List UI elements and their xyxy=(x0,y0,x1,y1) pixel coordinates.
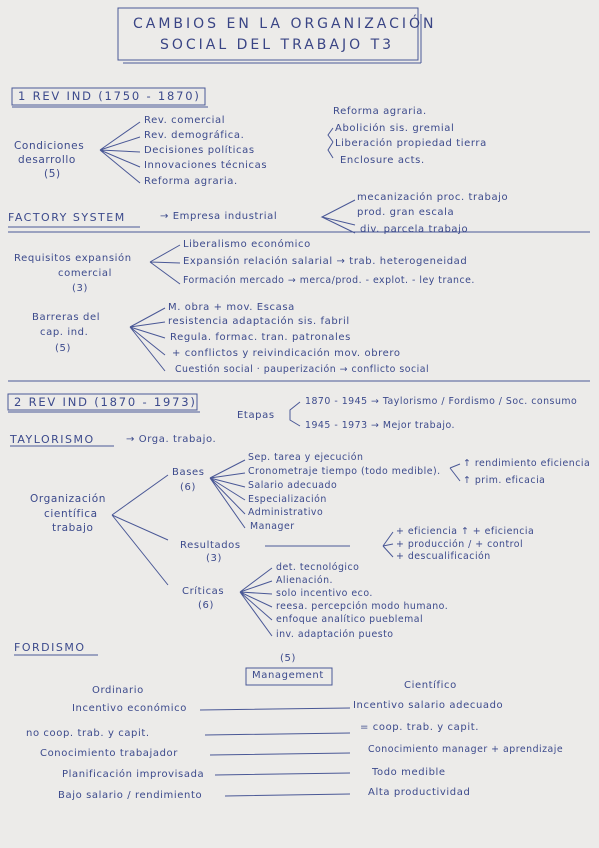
bases-sub-item: ↑ rendimiento eficiencia xyxy=(463,458,591,469)
etapas-item: 1945 - 1973 → Mejor trabajo. xyxy=(305,420,456,431)
conditions-label-2: desarrollo xyxy=(18,154,76,166)
row-right: Conocimiento manager + aprendizaje xyxy=(368,744,564,755)
tree-root-label-3: trabajo xyxy=(52,522,94,534)
etapas-item: 1870 - 1945 → Taylorismo / Fordismo / So… xyxy=(305,396,578,407)
resultados-label: Resultados xyxy=(180,540,241,551)
barreras-item: + conflictos y reivindicación mov. obrer… xyxy=(172,348,401,359)
etapas-bracket xyxy=(289,401,301,427)
requisitos-item: Expansión relación salarial → trab. hete… xyxy=(183,256,468,267)
bases-item: Cronometraje tiempo (todo medible). xyxy=(248,466,441,477)
criticas-branches xyxy=(239,567,273,637)
factory-item: mecanización proc. trabajo xyxy=(357,192,509,203)
factory-item: prod. gran escala xyxy=(357,207,455,218)
row-right: = coop. trab. y capit. xyxy=(360,722,480,733)
bases-item: Salario adecuado xyxy=(248,480,338,491)
conditions-item: Rev. comercial xyxy=(144,115,226,126)
requisitos-item: Formación mercado → merca/prod. - explot… xyxy=(183,275,475,286)
requisitos-label-2: comercial xyxy=(58,268,112,279)
row-right: Alta productividad xyxy=(368,787,471,798)
title-line-1: CAMBIOS EN LA ORGANIZACIÓN xyxy=(133,16,437,32)
resultados-branches xyxy=(382,531,394,558)
rev2-heading: 2 REV IND (1870 - 1973) xyxy=(14,395,197,409)
row-right: Todo medible xyxy=(372,767,446,778)
bases-item: Administrativo xyxy=(248,507,324,518)
bases-count: (6) xyxy=(180,482,196,493)
management-box xyxy=(245,667,333,686)
reforma-title: Reforma agraria. xyxy=(333,106,427,117)
resultados-count: (3) xyxy=(206,553,222,564)
rev1-heading: 1 REV IND (1750 - 1870) xyxy=(18,89,201,103)
reforma-brackets xyxy=(327,127,334,159)
bases-sub-item: ↑ prim. eficacia xyxy=(463,475,546,486)
barreras-label-3: (5) xyxy=(55,343,71,354)
management-rows-lines xyxy=(199,707,351,797)
conditions-item: Decisiones políticas xyxy=(144,145,255,156)
criticas-count: (6) xyxy=(198,600,214,611)
barreras-item: resistencia adaptación sis. fabril xyxy=(168,316,350,327)
title-line-2: SOCIAL DEL TRABAJO T3 xyxy=(160,37,395,53)
criticas-label: Críticas xyxy=(182,586,225,597)
conditions-label-1: Condiciones xyxy=(14,140,85,152)
criticas-item: inv. adaptación puesto xyxy=(276,629,394,640)
requisitos-branches xyxy=(149,244,181,285)
title-box xyxy=(117,7,419,61)
factory-heading: FACTORY SYSTEM xyxy=(8,211,126,224)
barreras-item: Cuestión social · pauperización → confli… xyxy=(175,364,430,375)
criticas-item: solo incentivo eco. xyxy=(276,588,373,599)
reforma-item: Abolición sis. gremial xyxy=(335,123,455,134)
bases-branches xyxy=(209,459,246,529)
bases-item: Manager xyxy=(250,521,295,532)
fordismo-heading: FORDISMO xyxy=(14,641,86,654)
criticas-item: enfoque analítico pueblemal xyxy=(276,614,424,625)
fordismo-count: (5) xyxy=(280,653,296,664)
bases-label: Bases xyxy=(172,467,205,478)
row-right: Incentivo salario adecuado xyxy=(353,700,504,711)
row-left: Incentivo económico xyxy=(72,703,187,714)
bases-item: Especialización xyxy=(248,494,327,505)
criticas-item: Alienación. xyxy=(276,575,333,586)
reforma-item: Enclosure acts. xyxy=(340,155,425,166)
col-right-heading: Científico xyxy=(404,680,457,691)
barreras-label-1: Barreras del xyxy=(32,312,101,323)
resultados-item: + eficiencia ↑ + eficiencia xyxy=(396,526,535,537)
conditions-item: Innovaciones técnicas xyxy=(144,160,268,171)
row-left: no coop. trab. y capit. xyxy=(26,728,150,739)
rev1-box xyxy=(11,87,206,106)
criticas-item: det. tecnológico xyxy=(276,562,360,573)
tree-main-branches xyxy=(111,474,169,586)
row-left: Bajo salario / rendimiento xyxy=(58,790,203,801)
management-label: Management xyxy=(252,670,324,681)
taylorismo-arrow-text: → Orga. trabajo. xyxy=(126,434,217,445)
factory-arrow-text: → Empresa industrial xyxy=(160,211,278,222)
col-left-heading: Ordinario xyxy=(92,685,144,696)
etapas-label: Etapas xyxy=(237,410,275,421)
tree-root-label-2: científica xyxy=(44,508,98,520)
conditions-label-3: (5) xyxy=(44,168,61,180)
factory-branches xyxy=(320,199,356,234)
conditions-branches xyxy=(99,121,141,184)
barreras-branches xyxy=(129,307,166,372)
reforma-item: Liberación propiedad tierra xyxy=(335,138,487,149)
conditions-item: Rev. demográfica. xyxy=(144,130,245,141)
rev2-box xyxy=(7,393,198,411)
barreras-label-2: cap. ind. xyxy=(40,327,89,338)
conditions-item: Reforma agraria. xyxy=(144,176,238,187)
resultados-item: + producción / + control xyxy=(396,539,524,550)
criticas-item: reesa. percepción modo humano. xyxy=(276,601,449,612)
resultados-item: + descualificación xyxy=(396,551,491,562)
bases-item: Sep. tarea y ejecución xyxy=(248,452,364,463)
tree-root-label-1: Organización xyxy=(30,493,106,505)
requisitos-item: Liberalismo económico xyxy=(183,239,311,250)
barreras-item: M. obra + mov. Escasa xyxy=(168,302,295,313)
taylorismo-heading: TAYLORISMO xyxy=(10,433,95,446)
factory-item: div. parcela trabajo xyxy=(360,224,469,235)
requisitos-label-3: (3) xyxy=(72,283,88,294)
bases-sub-branches xyxy=(449,463,461,482)
barreras-item: Regula. formac. tran. patronales xyxy=(170,332,351,343)
row-left: Planificación improvisada xyxy=(62,769,205,780)
row-left: Conocimiento trabajador xyxy=(40,748,178,759)
requisitos-label-1: Requisitos expansión xyxy=(14,253,132,264)
